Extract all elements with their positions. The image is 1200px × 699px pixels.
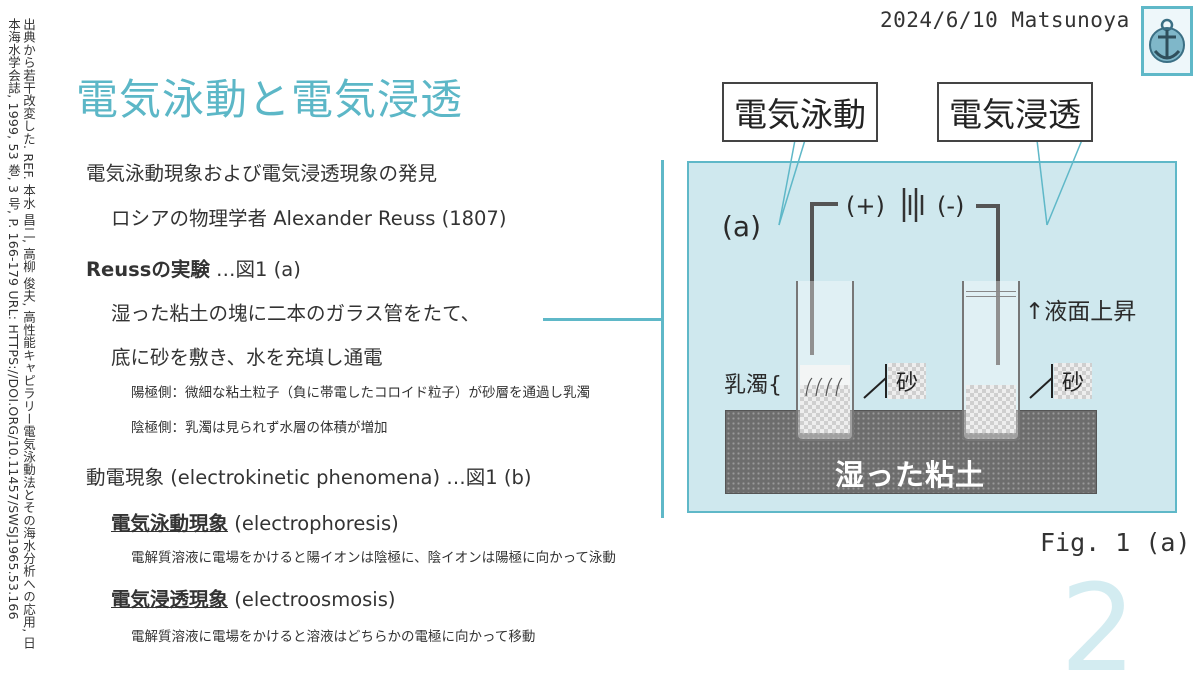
electrophoresis-english: (electrophoresis) xyxy=(228,512,399,535)
electrophoresis-term: 電気泳動現象 xyxy=(111,512,229,535)
logo xyxy=(1141,6,1193,76)
text-line-electrophoresis-desc: 電解質溶液に電場をかけると陽イオンは陰極に、陰イオンは陽極に向かって泳動 xyxy=(131,550,616,566)
sand-pointer-right xyxy=(1029,364,1053,399)
text-line-clay: 湿った粘土の塊に二本のガラス管をたて、 xyxy=(111,302,481,325)
text-line-sand: 底に砂を敷き、水を充填し通電 xyxy=(111,346,383,369)
water-rise-label: ↑液面上昇 xyxy=(1025,299,1137,325)
battery-icon xyxy=(902,188,924,222)
panel-label: (a) xyxy=(722,210,762,243)
date-author: 2024/6/10 Matsunoya xyxy=(880,8,1130,32)
text-line-reuss: ロシアの物理学者 Alexander Reuss (1807) xyxy=(111,207,507,230)
minus-terminal: (-) xyxy=(937,192,965,220)
plus-terminal: (+) xyxy=(846,192,885,220)
left-glass-tube xyxy=(796,281,854,441)
page-number: 2 xyxy=(1060,560,1137,699)
clay-label: 湿った粘土 xyxy=(835,458,986,492)
right-glass-tube xyxy=(962,281,1020,441)
right-tube-water-level xyxy=(966,291,1016,297)
text-line-electrokinetic: 動電現象 (electrokinetic phenomena) …図1 (b) xyxy=(86,466,532,489)
text-line-cathode: 陰極側：乳濁は見られず水層の体積が増加 xyxy=(131,420,388,436)
electroosmosis-english: (electroosmosis) xyxy=(228,588,396,611)
text-line-discovery: 電気泳動現象および電気浸透現象の発見 xyxy=(86,162,438,185)
callout-electroosmosis: 電気浸透 xyxy=(937,82,1093,142)
figure-caption: Fig. 1 (a) xyxy=(1040,528,1191,557)
bracket-line xyxy=(661,160,664,518)
text-line-reuss-experiment: Reussの実験 …図1 (a) xyxy=(86,253,301,282)
left-tube-sand xyxy=(800,385,850,433)
sand-label-right: 砂 xyxy=(1054,363,1092,399)
anchor-logo-icon xyxy=(1149,18,1185,63)
page-title: 電気泳動と電気浸透 xyxy=(76,75,464,124)
sand-pointer-left xyxy=(863,364,887,399)
text-line-electroosmosis: 電気浸透現象 (electroosmosis) xyxy=(111,583,395,612)
particle-arrows xyxy=(805,377,843,397)
turbid-label: 乳濁{ xyxy=(724,373,782,398)
text-line-anode: 陽極側：微細な粘土粒子（負に帯電したコロイド粒子）が砂層を通過し乳濁 xyxy=(131,385,590,401)
electrode-circuit xyxy=(810,188,1000,365)
right-tube-sand xyxy=(966,385,1016,433)
reuss-experiment-ref: …図1 (a) xyxy=(209,258,301,281)
text-line-electrophoresis: 電気泳動現象 (electrophoresis) xyxy=(111,507,399,536)
wet-clay-block xyxy=(725,410,1097,494)
electroosmosis-term: 電気浸透現象 xyxy=(111,588,229,611)
left-tube-turbid-layer xyxy=(800,365,850,385)
text-line-electroosmosis-desc: 電解質溶液に電場をかけると溶液はどちらかの電極に向かって移動 xyxy=(131,629,536,645)
reuss-experiment-heading: Reussの実験 xyxy=(86,258,210,281)
sand-label-left: 砂 xyxy=(888,363,926,399)
callout-electrophoresis: 電気泳動 xyxy=(722,82,878,142)
connector-line xyxy=(543,318,663,321)
reference-citation: 出典から若干改変した. REF. 本水 昌二, 高柳 俊夫, 高性能キャピラリー… xyxy=(6,18,36,650)
callout-pointers xyxy=(778,139,1083,226)
